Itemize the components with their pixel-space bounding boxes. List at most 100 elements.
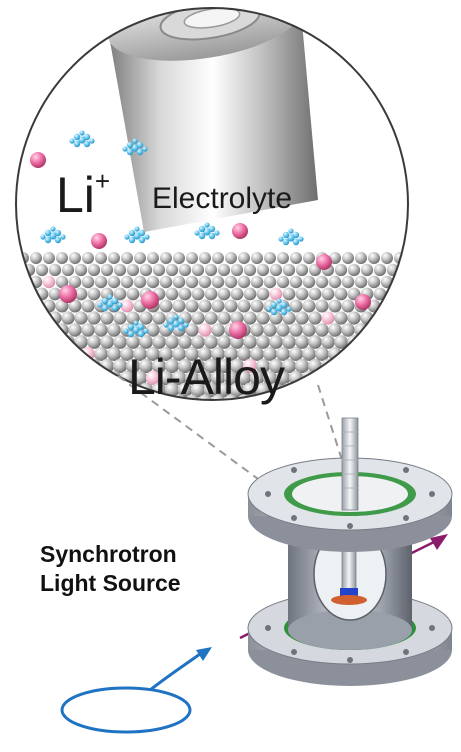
alloy-atom	[346, 382, 362, 398]
alloy-atom	[225, 252, 237, 264]
alloy-atom	[203, 358, 219, 374]
alloy-atom	[347, 263, 361, 277]
lithium-ion-field	[30, 152, 371, 339]
alloy-atom	[151, 358, 167, 374]
alloy-atom	[190, 382, 206, 398]
alloy-atom	[329, 252, 341, 264]
alloy-atom	[398, 382, 408, 398]
alloy-atom	[68, 275, 82, 289]
alloy-atom	[399, 311, 408, 325]
lithium-ion-label: Li+	[56, 166, 111, 223]
alloy-atom	[412, 335, 426, 349]
alloy-atom	[340, 394, 356, 400]
alloy-atom	[68, 299, 82, 313]
alloy-atom	[113, 263, 127, 277]
alloy-atom	[379, 394, 395, 400]
alloy-atom	[29, 323, 43, 337]
alloy-atom	[256, 335, 270, 349]
synchrotron-label: Synchrotron Light Source	[40, 540, 181, 598]
alloy-atom	[224, 299, 238, 313]
alloy-atom	[112, 358, 128, 374]
alloy-atom	[263, 347, 277, 361]
alloy-atom	[146, 347, 160, 361]
alloy-atom	[212, 252, 224, 264]
alloy-atom	[107, 323, 121, 337]
alloy-atom	[204, 335, 218, 349]
alloy-atom	[132, 370, 148, 386]
alloy-atom	[210, 370, 226, 386]
alloy-atom	[68, 323, 82, 337]
alloy-atom	[229, 406, 244, 421]
alloy-atom	[405, 370, 408, 386]
alloy-atom	[328, 347, 342, 361]
alloy-atom	[405, 394, 408, 400]
alloy-atom	[321, 335, 335, 349]
alloy-atom	[41, 394, 57, 400]
alloy-atom	[264, 252, 276, 264]
alloy-atom	[216, 406, 231, 421]
alloy-atom	[294, 358, 310, 374]
alloy-atom	[281, 358, 297, 374]
alloy-atom	[224, 347, 238, 361]
alloy-atom	[413, 288, 426, 301]
alloy-atom	[94, 323, 108, 337]
alloy-atom	[243, 263, 257, 277]
alloy-atom	[159, 275, 173, 289]
alloy-atom	[139, 263, 153, 277]
alloy-atom	[16, 275, 30, 289]
alloy-atom	[359, 406, 374, 421]
alloy-atom	[100, 335, 114, 349]
alloy-atom	[108, 252, 120, 264]
alloy-atom	[21, 358, 37, 374]
alloy-atom	[43, 252, 55, 264]
alloy-atom	[177, 382, 193, 398]
alloy-atom	[314, 394, 330, 400]
alloy-atom	[74, 287, 88, 301]
electrolyte-label: Electrolyte	[152, 182, 293, 215]
alloy-atom	[295, 263, 309, 277]
alloy-atom	[203, 406, 218, 421]
alloy-atom	[243, 335, 257, 349]
alloy-atom	[47, 406, 62, 421]
alloy-atom	[398, 358, 408, 374]
alloy-atom	[398, 406, 413, 421]
alloy-atom	[56, 252, 68, 264]
alloy-atom	[217, 287, 231, 301]
alloy-atom	[381, 252, 393, 264]
alloy-atom	[190, 358, 206, 374]
alloy-atom	[385, 406, 400, 421]
alloy-atom	[16, 347, 17, 361]
alloy-atom	[177, 358, 193, 374]
alloy-atom	[125, 406, 140, 421]
alloy-atom	[308, 311, 322, 325]
alloy-atom	[54, 370, 70, 386]
alloy-atom	[178, 263, 192, 277]
alloy-atom	[249, 370, 265, 386]
alloy-atom	[73, 358, 89, 374]
alloy-atom	[139, 335, 153, 349]
alloy-atom	[152, 263, 166, 277]
alloy-atom	[133, 347, 147, 361]
alloy-atom	[190, 406, 205, 421]
alloy-atom	[125, 358, 141, 374]
alloy-atom	[282, 263, 296, 277]
alloy-atom	[42, 323, 56, 337]
alloy-atom	[268, 406, 283, 421]
alloy-atom	[16, 382, 24, 398]
alloy-atom	[307, 406, 322, 421]
alloy-atom	[87, 263, 101, 277]
alloy-atom	[334, 263, 348, 277]
alloy-atom	[277, 252, 289, 264]
alloy-atom	[295, 335, 309, 349]
alloy-atom	[55, 299, 69, 313]
alloy-atom	[120, 299, 134, 313]
alloy-atom	[100, 311, 114, 325]
alloy-atom	[269, 335, 283, 349]
alloy-atom	[113, 287, 127, 301]
alloy-atom	[256, 263, 270, 277]
alloy-atom	[16, 275, 17, 289]
alloy-atom	[185, 299, 199, 313]
alloy-atom	[263, 275, 277, 289]
alloy-atom	[368, 252, 380, 264]
